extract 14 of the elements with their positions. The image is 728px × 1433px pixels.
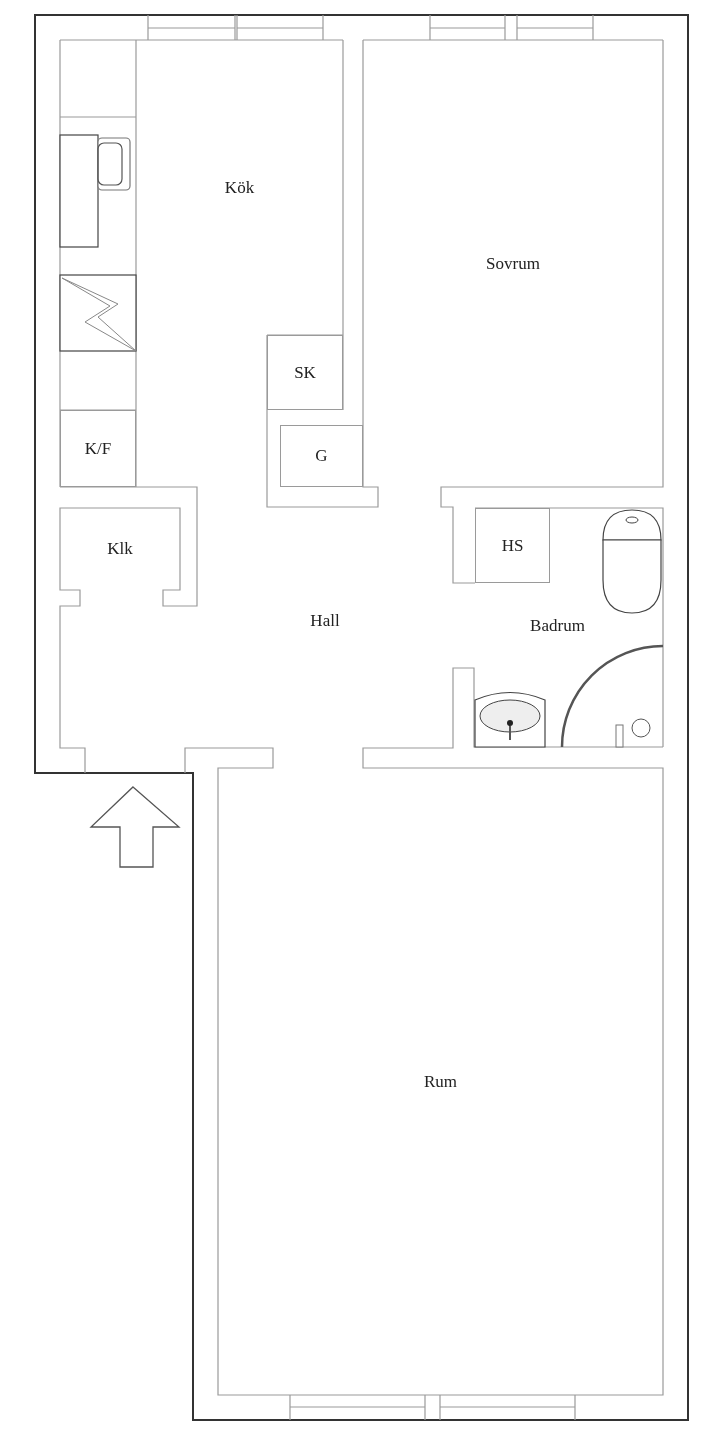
closet-outline xyxy=(280,425,363,487)
room-label: Badrum xyxy=(530,616,585,636)
room-label: K/F xyxy=(84,438,112,459)
room-label: HS xyxy=(501,535,524,556)
room-label: Kök xyxy=(224,177,255,198)
room-label: Klk xyxy=(107,539,133,559)
room-label: SK xyxy=(294,362,316,383)
closet-outline xyxy=(267,335,343,410)
room-label: Sovrum xyxy=(486,253,540,274)
closet-outline xyxy=(475,508,550,583)
cabinet-outline xyxy=(60,410,136,487)
room-label: G xyxy=(315,446,328,466)
room-label: Rum xyxy=(423,1071,458,1092)
room-label: Hall xyxy=(310,611,340,631)
